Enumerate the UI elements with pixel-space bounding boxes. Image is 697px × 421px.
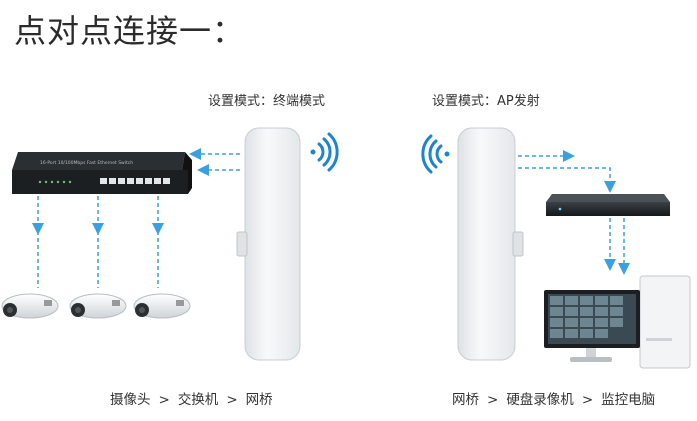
network-switch-icon bbox=[12, 152, 192, 194]
chain-item-dvr: 硬盘录像机 bbox=[506, 392, 574, 408]
dvr-recorder-icon bbox=[546, 194, 670, 216]
left-chain-caption: 摄像头>交换机>网桥 bbox=[110, 392, 273, 408]
cctv-camera-icon bbox=[1, 293, 59, 319]
monitor-pc-icon bbox=[544, 275, 691, 369]
right-chain-caption: 网桥>硬盘录像机>监控电脑 bbox=[452, 392, 656, 408]
cctv-camera-icon bbox=[69, 293, 127, 319]
wifi-signal-icon bbox=[421, 134, 450, 174]
chain-item-bridge: 网桥 bbox=[245, 392, 273, 408]
chain-item-switch: 交换机 bbox=[177, 392, 219, 408]
left-mode-label: 设置模式：终端模式 bbox=[208, 94, 326, 109]
wireless-bridge-icon bbox=[236, 127, 301, 361]
switch-model-text: 16-Port 10/100Mbps Fast Ethernet Switch bbox=[40, 160, 133, 166]
chain-item-monitor-pc: 监控电脑 bbox=[601, 392, 656, 408]
chain-item-camera: 摄像头 bbox=[110, 392, 151, 408]
right-mode-label: 设置模式：AP发射 bbox=[432, 94, 540, 109]
wifi-signal-icon bbox=[310, 132, 339, 172]
wireless-bridge-icon bbox=[457, 127, 524, 361]
chain-item-bridge: 网桥 bbox=[452, 392, 479, 408]
cctv-camera-icon bbox=[133, 293, 191, 319]
arrow-bridge-to-dvr-2 bbox=[518, 167, 616, 193]
page-title: 点对点连接一： bbox=[14, 12, 246, 50]
